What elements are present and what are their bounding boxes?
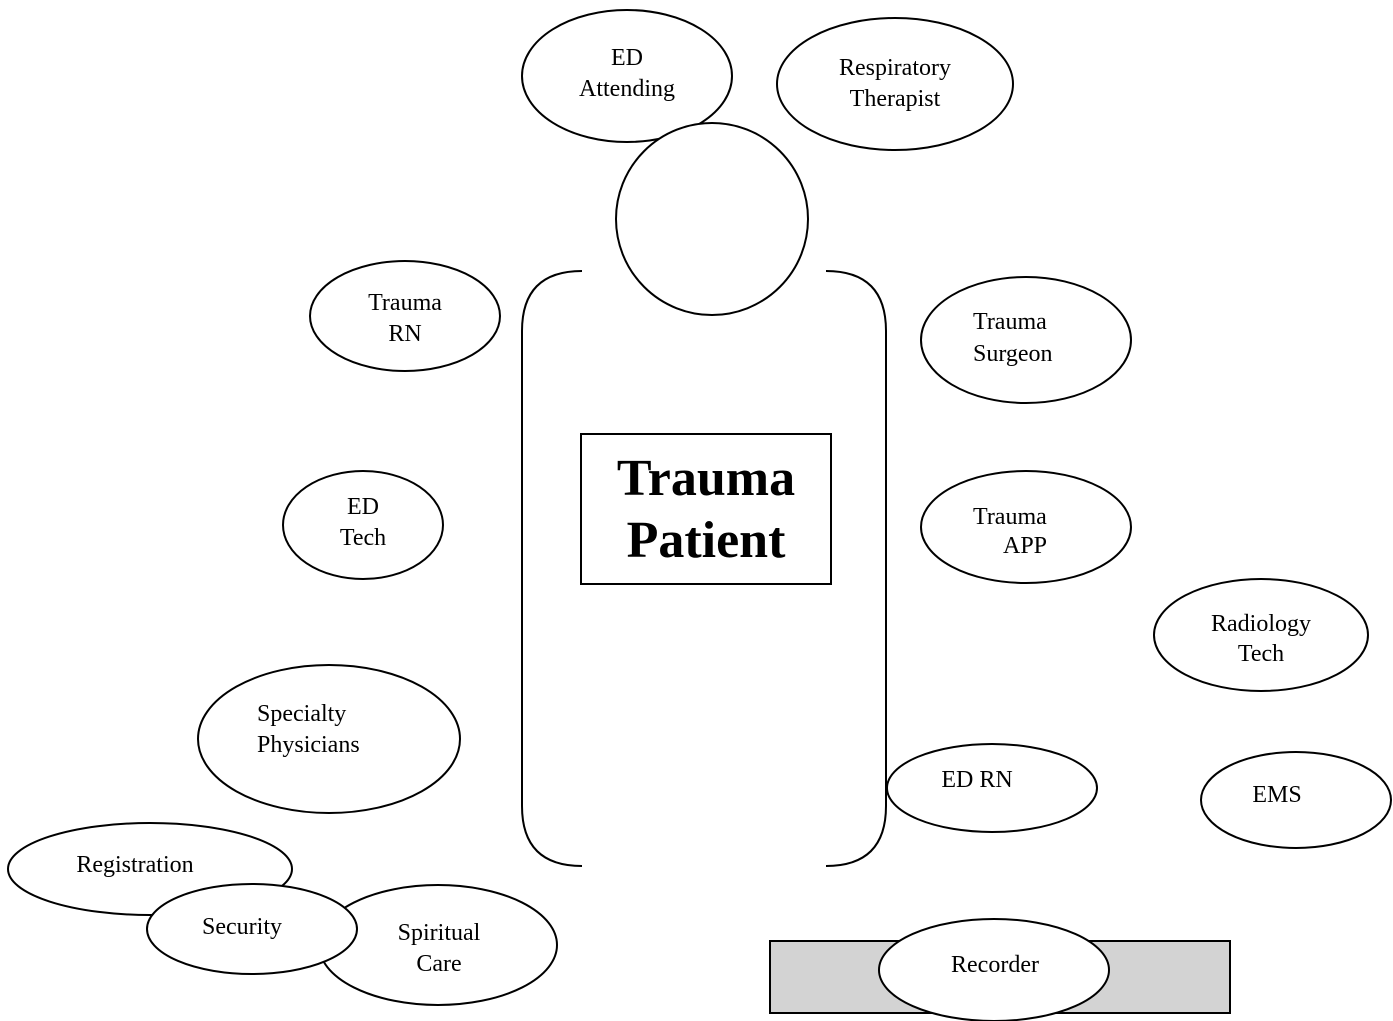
role-recorder: Recorder [878, 918, 1110, 1021]
role-trauma-rn: Trauma RN [309, 260, 501, 372]
role-trauma-app: Trauma APP [920, 470, 1132, 584]
patient-body-left [521, 270, 583, 867]
role-spiritual-care: Spiritual Care [318, 884, 558, 1006]
trauma-patient-title: Trauma [617, 450, 795, 507]
role-label: Trauma [368, 290, 442, 316]
role-label: APP [1003, 533, 1047, 559]
role-label: ED [611, 45, 643, 71]
role-security: Security [146, 883, 358, 975]
role-ems: EMS [1200, 751, 1392, 849]
role-label: Recorder [951, 952, 1039, 978]
role-label: Physicians [257, 732, 360, 758]
role-ed-rn: ED RN [886, 743, 1098, 833]
role-specialty-physicians: Specialty Physicians [197, 664, 461, 814]
role-label: EMS [1252, 782, 1301, 808]
trauma-patient-title: Patient [627, 512, 787, 569]
role-trauma-surgeon: Trauma Surgeon [920, 276, 1132, 404]
role-label: Surgeon [973, 341, 1053, 367]
role-ed-attending: ED Attending [521, 9, 733, 143]
patient-body-right [825, 270, 887, 867]
role-label: Security [202, 914, 282, 940]
role-label: Trauma [973, 309, 1047, 335]
role-label: Registration [76, 852, 193, 878]
role-radiology-tech: Radiology Tech [1153, 578, 1369, 692]
role-label: Tech [1238, 641, 1284, 667]
role-respiratory-therapist: Respiratory Therapist [776, 17, 1014, 151]
role-ed-tech: ED Tech [282, 470, 444, 580]
role-label: ED [347, 494, 379, 520]
trauma-patient-box: Trauma Patient [580, 433, 832, 585]
role-label: Specialty [257, 701, 346, 727]
role-label: Therapist [850, 86, 941, 112]
role-label: Respiratory [839, 55, 951, 81]
role-label: Attending [579, 76, 675, 102]
role-label: Trauma [973, 504, 1047, 530]
role-label: Radiology [1211, 611, 1311, 637]
role-label: Care [416, 951, 461, 977]
role-label: RN [388, 321, 421, 347]
role-label: ED RN [941, 767, 1012, 793]
role-label: Spiritual [398, 920, 481, 946]
patient-head [615, 122, 809, 316]
role-label: Tech [340, 525, 386, 551]
